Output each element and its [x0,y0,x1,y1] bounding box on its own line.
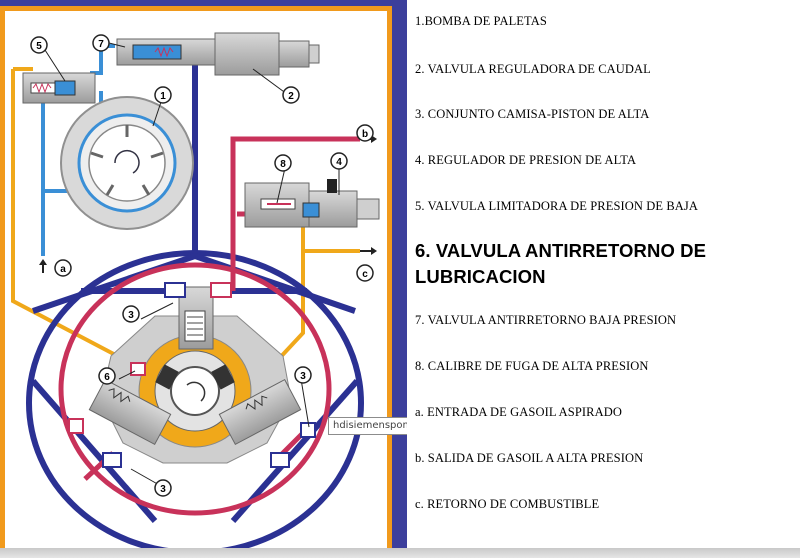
svg-text:7: 7 [98,39,104,50]
callout-3-bottom: 3 [154,479,172,497]
legend-item-2: 2. VALVULA REGULADORA DE CAUDAL [415,62,651,76]
callout-b: b [356,124,374,142]
pump-diagram-panel: 5 7 1 2 8 4 b c a 3 6 3 3 [0,6,392,554]
svg-text:4: 4 [336,157,342,168]
legend-item-b: b. SALIDA DE GASOIL A ALTA PRESION [415,451,644,465]
callout-7: 7 [92,34,110,52]
callout-c: c [356,264,374,282]
svg-text:8: 8 [280,159,286,170]
legend-item-4: 4. REGULADOR DE PRESION DE ALTA [415,153,637,167]
legend-item-1: 1.BOMBA DE PALETAS [415,14,547,28]
callout-8: 8 [274,154,292,172]
callout-3-right: 3 [294,366,312,384]
legend-panel: 1.BOMBA DE PALETAS 2. VALVULA REGULADORA… [407,0,800,548]
pump-diagram: 5 7 1 2 8 4 b c a 3 6 3 3 [11,32,380,549]
callout-3-top: 3 [122,305,140,323]
image-tooltip: hdisiemenspomp [328,417,424,435]
check-valve-and-actuator [116,32,320,76]
legend-item-8: 8. CALIBRE DE FUGA DE ALTA PRESION [415,359,649,373]
legend-item-c: c. RETORNO DE COMBUSTIBLE [415,497,600,511]
svg-text:3: 3 [300,371,306,382]
legend-item-3: 3. CONJUNTO CAMISA-PISTON DE ALTA [415,107,650,121]
svg-text:3: 3 [128,310,134,321]
callout-5: 5 [30,36,48,54]
callouts: 5 7 1 2 8 4 b c a 3 6 3 3 [30,34,374,497]
vane-pump-assembly [60,96,194,230]
svg-text:2: 2 [288,91,294,102]
callout-leaders [44,42,340,487]
bottom-scroll-strip [0,548,800,558]
callout-1: 1 [154,86,172,104]
svg-text:c: c [362,269,368,280]
callout-4: 4 [330,152,348,170]
callout-a: a [54,259,72,277]
legend-item-7: 7. VALVULA ANTIRRETORNO BAJA PRESION [415,313,677,327]
svg-text:a: a [60,264,66,275]
svg-text:1: 1 [160,91,166,102]
svg-text:b: b [362,129,368,140]
callout-6: 6 [98,367,116,385]
legend-item-5: 5. VALVULA LIMITADORA DE PRESION DE BAJA [415,199,698,213]
legend-item-a: a. ENTRADA DE GASOIL ASPIRADO [415,405,622,419]
pressure-regulator-assembly [244,179,380,228]
legend-item-6: 6. VALVULA ANTIRRETORNO DE LUBRICACION [415,240,707,287]
pressure-limit-valve-body [22,72,96,104]
callout-2: 2 [282,86,300,104]
svg-text:3: 3 [160,484,166,495]
high-pressure-pump-body [68,282,316,468]
svg-text:5: 5 [36,41,42,52]
svg-text:6: 6 [104,372,110,383]
